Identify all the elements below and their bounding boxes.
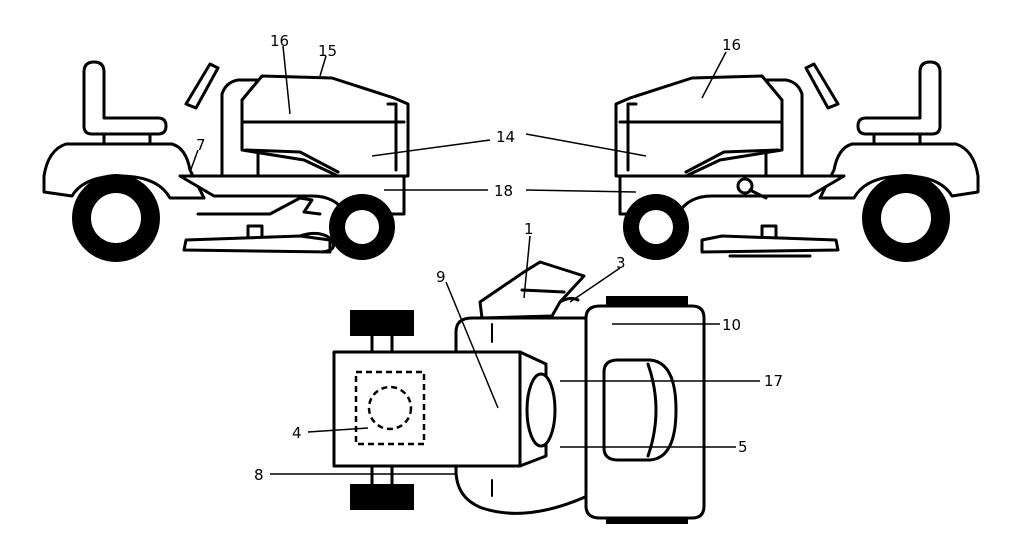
label-15: 15 [318, 42, 337, 60]
label-18: 18 [494, 182, 513, 200]
label-1: 1 [524, 220, 534, 238]
label-8: 8 [254, 466, 264, 484]
callout-labels: 16 15 7 14 18 16 1 3 9 10 17 4 5 8 [196, 32, 783, 484]
tractor-side-view-left [42, 45, 491, 262]
label-16-left: 16 [270, 32, 289, 50]
label-5: 5 [738, 438, 748, 456]
label-17: 17 [764, 372, 783, 390]
label-4: 4 [292, 424, 302, 442]
label-10: 10 [722, 316, 741, 334]
tractor-top-view [270, 235, 760, 524]
label-16-right: 16 [722, 36, 741, 54]
label-14: 14 [496, 128, 515, 146]
label-3: 3 [616, 254, 626, 272]
label-7: 7 [196, 136, 206, 154]
tractor-side-view-right [525, 51, 980, 262]
label-9: 9 [436, 268, 446, 286]
